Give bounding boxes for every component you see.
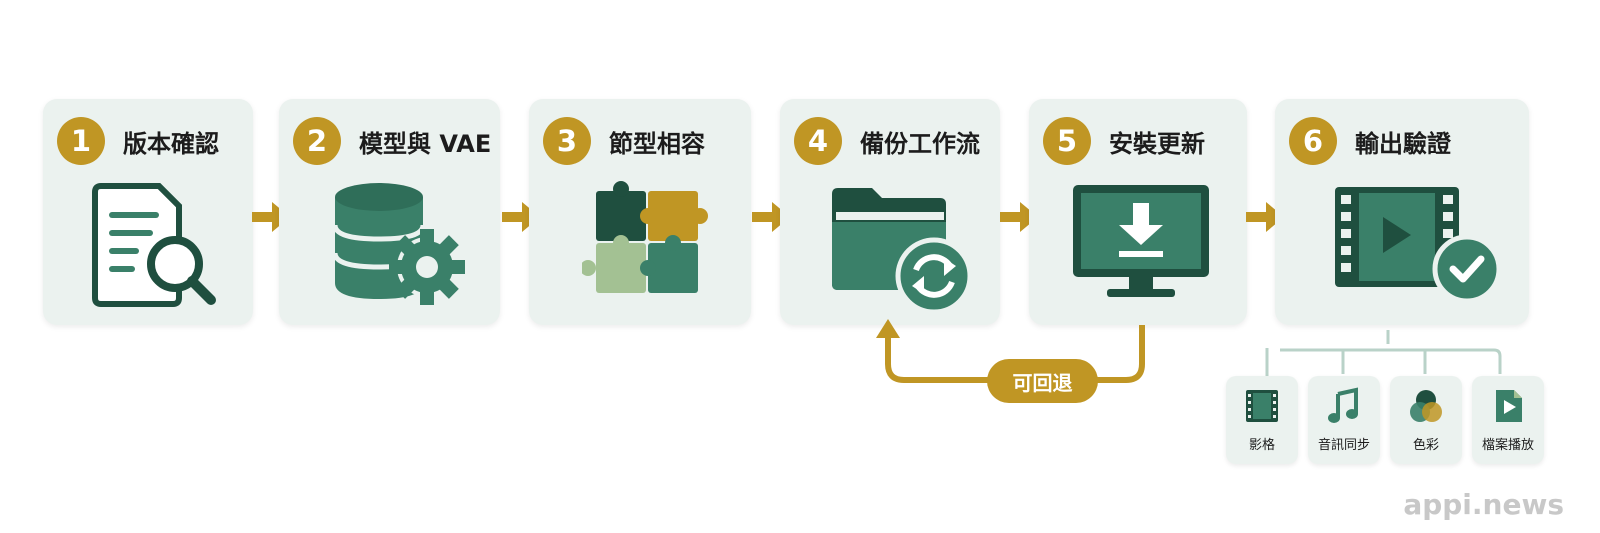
step-title: 版本確認 (123, 129, 219, 158)
check-card-frames: 影格 (1226, 376, 1298, 464)
step-title: 模型與 VAE (359, 129, 492, 158)
check-label: 色彩 (1412, 438, 1439, 453)
step-number-badge: 3 (543, 117, 591, 165)
play-file-icon (1496, 390, 1522, 422)
step-title: 輸出驗證 (1355, 129, 1451, 158)
step-card-3: 3 節型相容 (529, 99, 751, 325)
step-number-badge: 5 (1043, 117, 1091, 165)
music-note-icon (1328, 387, 1358, 423)
step-card-5: 5 安裝更新 (1029, 99, 1247, 325)
step-card-2: 2 模型與 VAE (279, 99, 500, 325)
step-card-4: 4 備份工作流 (780, 99, 1000, 325)
color-circles-icon (1410, 390, 1442, 422)
step-card-6: 6 輸出驗證 (1275, 99, 1529, 325)
checks-bracket-left (1265, 348, 1269, 378)
step-title: 安裝更新 (1109, 129, 1205, 158)
step-number-badge: 2 (293, 117, 341, 165)
check-card-audio-sync: 音訊同步 (1308, 376, 1380, 464)
step-card-1: 1 版本確認 (43, 99, 253, 325)
rollback-label: 可回退 (987, 359, 1098, 403)
check-label: 音訊同步 (1317, 438, 1370, 453)
database-gear-icon (332, 183, 465, 305)
document-search-icon (92, 183, 216, 307)
monitor-download-icon (1073, 185, 1209, 297)
folder-sync-icon (832, 188, 973, 312)
check-card-color: 色彩 (1390, 376, 1462, 464)
step-title: 節型相容 (609, 129, 705, 158)
puzzle-icon (582, 181, 708, 293)
check-card-playback: 檔案播放 (1472, 376, 1544, 464)
step-number-badge: 4 (794, 117, 842, 165)
check-label: 檔案播放 (1481, 438, 1534, 453)
film-check-icon (1335, 187, 1501, 304)
step-title: 備份工作流 (860, 129, 980, 158)
check-label: 影格 (1248, 438, 1275, 453)
step-number-badge: 1 (57, 117, 105, 165)
film-strip-icon (1246, 390, 1278, 422)
checks-bracket (1280, 330, 1502, 374)
watermark: appi.news (1403, 488, 1564, 521)
step-number-badge: 6 (1289, 117, 1337, 165)
